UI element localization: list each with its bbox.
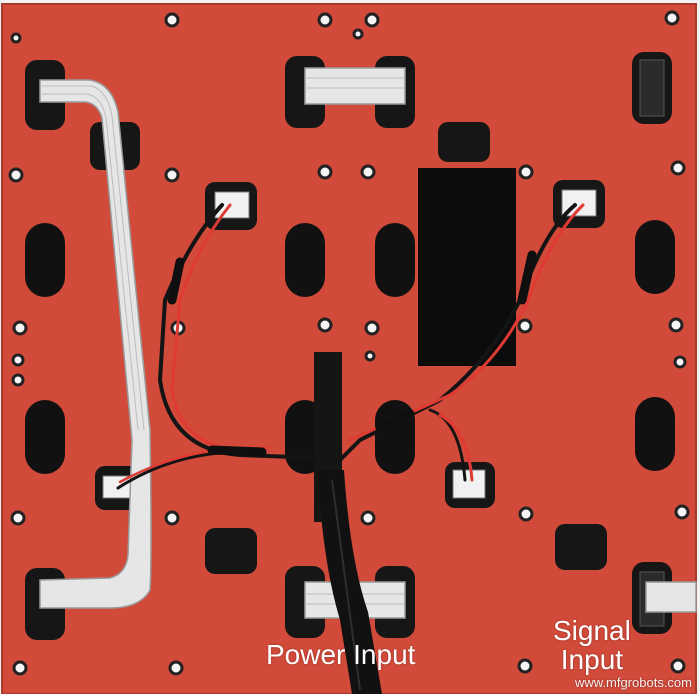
wiring-harness	[116, 203, 585, 490]
signal-input-label: Signal Input	[553, 616, 631, 675]
power-input-label: Power Input	[266, 639, 416, 670]
screw-holes	[8, 10, 690, 676]
power-cable	[314, 352, 382, 694]
signal-input-label-line2: Input	[560, 644, 624, 676]
signal-input-label-line1: Signal	[553, 615, 631, 646]
velcro-pad	[418, 168, 516, 366]
watermark: www.mfgrobots.com	[574, 675, 692, 690]
